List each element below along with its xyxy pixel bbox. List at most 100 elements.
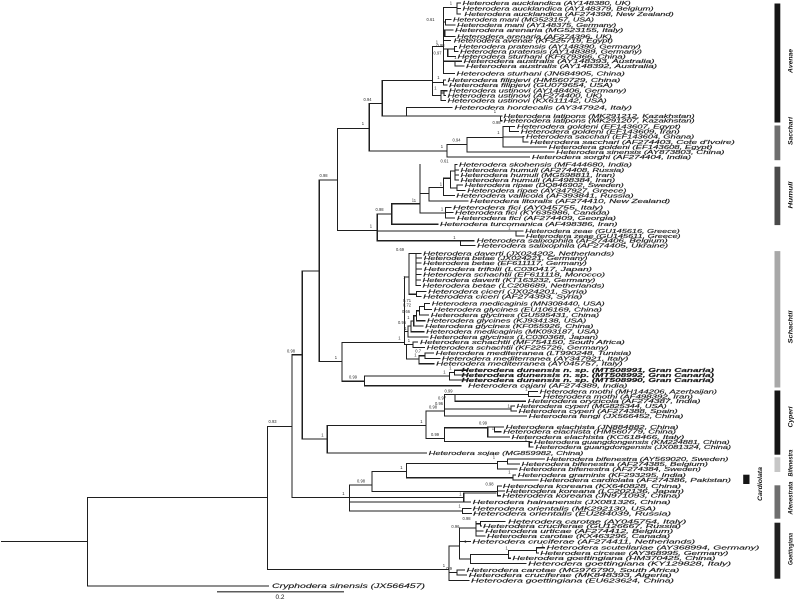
svg-text:Heterodera trifolii (LC030417,: Heterodera trifolii (LC030417, Japan)	[424, 267, 592, 273]
svg-text:1: 1	[370, 224, 373, 229]
svg-text:0.97: 0.97	[438, 395, 447, 400]
svg-text:Heterodera koreana (LC202136,: Heterodera koreana (LC202136, Japan)	[506, 489, 684, 495]
svg-text:Goettingiana: Goettingiana	[788, 533, 795, 565]
svg-text:Heterodera cyperi (MG825344, U: Heterodera cyperi (MG825344, USA)	[517, 404, 667, 410]
svg-text:Heterodera sacchari (EF143604,: Heterodera sacchari (EF143604, Ghana)	[526, 134, 694, 140]
svg-text:0.98: 0.98	[376, 207, 385, 212]
svg-text:Heterodera mani (AY148375, Ger: Heterodera mani (AY148375, Germany)	[457, 23, 616, 29]
svg-text:0.98: 0.98	[429, 404, 438, 409]
svg-text:1: 1	[525, 437, 528, 442]
svg-text:1: 1	[404, 326, 407, 331]
svg-text:Heterodera cajani (AF274389, I: Heterodera cajani (AF274389, India)	[468, 384, 627, 390]
svg-text:Heterodera avenae (KF225719, E: Heterodera avenae (KF225719, Egypt)	[454, 39, 613, 45]
svg-text:Heterodera cardiolata (AF27438: Heterodera cardiolata (AF274386, Pakista…	[540, 478, 731, 484]
svg-text:Heterodera sojae (MG859982, Ch: Heterodera sojae (MG859982, China)	[429, 451, 584, 457]
svg-text:0.94: 0.94	[453, 137, 462, 142]
svg-text:Heterodera goettingiana (HM370: Heterodera goettingiana (HM370425, China…	[512, 556, 715, 562]
svg-text:Heterodera ustinovi (AY148406,: Heterodera ustinovi (AY148406, Germany)	[449, 89, 627, 95]
svg-text:1: 1	[362, 121, 365, 126]
svg-text:Heterodera filipjevi (HM560729: Heterodera filipjevi (HM560729, China)	[448, 78, 621, 84]
svg-text:Heterodera ciceri (AF274393, S: Heterodera ciceri (AF274393, Syria)	[423, 295, 582, 301]
svg-text:1: 1	[454, 55, 457, 60]
svg-text:Heterodera schachtii (EF611118: Heterodera schachtii (EF611118, Morocco)	[423, 272, 605, 278]
svg-text:0.7: 0.7	[415, 348, 421, 353]
svg-text:Heterodera pratensis (AY148390: Heterodera pratensis (AY148390, Germany)	[459, 45, 641, 51]
svg-text:1: 1	[335, 355, 338, 360]
svg-text:Sacchari: Sacchari	[788, 117, 795, 145]
svg-text:0.98: 0.98	[320, 173, 329, 178]
svg-text:Heterodera medicaginis (MN3084: Heterodera medicaginis (MN308440, USA)	[432, 302, 605, 308]
svg-text:Heterodera ustinovi (KX611142,: Heterodera ustinovi (KX611142, USA)	[448, 99, 607, 105]
svg-text:Heterodera goldeni (EF143607,: Heterodera goldeni (EF143607, Egypt)	[517, 125, 681, 131]
svg-text:Heterodera ciceri (JX024201, S: Heterodera ciceri (JX024201, Syria)	[428, 290, 587, 296]
svg-text:Heterodera carotae (KX463296,: Heterodera carotae (KX463296, Canada)	[487, 534, 670, 540]
svg-text:Heterodera oryzicola (AF274387: Heterodera oryzicola (AF274387, India)	[528, 399, 701, 405]
svg-text:Bifenestra: Bifenestra	[788, 449, 795, 476]
svg-text:Heterodera aucklandica (AY1483: Heterodera aucklandica (AY148380, UK)	[463, 1, 631, 7]
svg-text:Heterodera elachista (HM560779: Heterodera elachista (HM560779, China)	[503, 430, 676, 436]
svg-text:1: 1	[542, 543, 545, 548]
svg-text:Heterodera sinensis (AY873803,: Heterodera sinensis (AY873803, China)	[556, 150, 724, 156]
svg-text:1: 1	[449, 366, 452, 371]
svg-text:Schachtii: Schachtii	[788, 310, 795, 343]
svg-text:0.69: 0.69	[396, 247, 405, 252]
svg-text:1: 1	[443, 563, 446, 568]
svg-text:Heterodera bifenestra (AY56902: Heterodera bifenestra (AY569020, Sweden)	[546, 457, 728, 463]
svg-text:Heterodera ripae (DQ846902, Sw: Heterodera ripae (DQ846902, Sweden)	[465, 183, 624, 189]
svg-text:Heterodera betae (JX024221, Ge: Heterodera betae (JX024221, Germany)	[424, 256, 588, 262]
svg-text:Heterodera glycines (LC030368,: Heterodera glycines (LC030368, Japan)	[430, 335, 598, 341]
svg-text:0.94: 0.94	[364, 97, 373, 102]
svg-text:0.99: 0.99	[445, 389, 454, 394]
svg-text:Heterodera bifenestra (AF27438: Heterodera bifenestra (AF274385, Belgium…	[522, 462, 709, 468]
svg-text:Heterodera goettingiana (EU623: Heterodera goettingiana (EU623624, China…	[471, 578, 674, 584]
svg-text:1: 1	[408, 338, 411, 343]
svg-text:Heterodera latipons (MK291207,: Heterodera latipons (MK291207, Kazakhsta…	[504, 119, 695, 125]
svg-text:Heterodera dunensis n. sp. (MT: Heterodera dunensis n. sp. (MT508990, Gr…	[462, 378, 715, 384]
svg-text:Heterodera mothi (AF498392, Ir: Heterodera mothi (AF498392, Iran)	[543, 394, 693, 400]
svg-text:1: 1	[508, 470, 511, 475]
svg-text:1: 1	[412, 197, 415, 202]
svg-text:Heterodera guangdongensis (KM2: Heterodera guangdongensis (KM224881, Chi…	[534, 440, 730, 446]
svg-text:0.61: 0.61	[441, 159, 450, 164]
svg-text:1: 1	[441, 144, 444, 149]
svg-text:1: 1	[459, 492, 462, 497]
svg-text:Heterodera fici (KY635986, Can: Heterodera fici (KY635986, Canada)	[455, 211, 610, 217]
svg-text:Cyperi: Cyperi	[788, 406, 795, 427]
svg-text:1: 1	[508, 404, 511, 409]
svg-text:0.99: 0.99	[431, 432, 440, 437]
svg-text:Heterodera guangdongensis (JX0: Heterodera guangdongensis (JX081324, Chi…	[535, 445, 731, 451]
svg-text:Heterodera dunensis n. sp. (MT: Heterodera dunensis n. sp. (MT508991, Gr…	[462, 368, 715, 374]
svg-text:Heterodera carotae (AY045754,: Heterodera carotae (AY045754, Italy)	[508, 520, 686, 526]
svg-text:0.95: 0.95	[398, 320, 407, 325]
svg-text:Heterodera goldeni (EF143608,: Heterodera goldeni (EF143608, Egypt)	[549, 145, 713, 151]
svg-text:1: 1	[443, 369, 446, 374]
svg-text:Heterodera elachista (JN884882: Heterodera elachista (JN884882, China)	[506, 425, 679, 431]
svg-text:Heterodera australis (AY148392: Heterodera australis (AY148392, Australi…	[466, 64, 657, 70]
svg-text:Heterodera aucklandica (AF2743: Heterodera aucklandica (AF274398, New Ze…	[464, 12, 673, 18]
svg-text:Heterodera mediterranea (AY347: Heterodera mediterranea (AY347921, Italy…	[442, 356, 629, 362]
svg-text:Heterodera fengi (JX566452, Ch: Heterodera fengi (JX566452, China)	[529, 414, 684, 420]
svg-text:Heterodera sorghi (AF274404, I: Heterodera sorghi (AF274404, India)	[532, 155, 691, 161]
svg-text:Heterodera medicaginis (MK0931: Heterodera medicaginis (MK093187, USA)	[426, 330, 599, 336]
svg-text:Heterodera goldeni (EF143609,: Heterodera goldeni (EF143609, Iran)	[521, 129, 680, 135]
svg-text:0.98: 0.98	[493, 120, 502, 125]
svg-text:1: 1	[459, 504, 462, 509]
svg-text:Heterodera betae (EF611117, Ge: Heterodera betae (EF611117, Germany)	[423, 261, 587, 267]
svg-text:0.98: 0.98	[437, 43, 446, 48]
svg-text:Heterodera salixophila (AF2744: Heterodera salixophila (AF274406, Belgiu…	[477, 239, 668, 245]
svg-text:Heterodera mothi (MH144206, Az: Heterodera mothi (MH144206, Azerbaijan)	[540, 390, 718, 396]
svg-text:Afenestrata: Afenestrata	[788, 481, 795, 515]
svg-text:Heterodera humuli (AF498384, I: Heterodera humuli (AF498384, Iran)	[461, 178, 616, 184]
svg-text:Cardiolata: Cardiolata	[757, 466, 764, 501]
svg-text:Heterodera zeae (GU145616, Gre: Heterodera zeae (GU145616, Greece)	[525, 229, 680, 235]
svg-text:Heterodera litoralis (AF274410: Heterodera litoralis (AF274410, New Zeal…	[470, 199, 670, 205]
svg-text:Heterodera skohensis (MF444680: Heterodera skohensis (MF444680, India)	[459, 162, 632, 168]
svg-text:0.96: 0.96	[451, 524, 460, 529]
svg-text:Heterodera mani (MG523157, USA: Heterodera mani (MG523157, USA)	[453, 18, 594, 24]
svg-text:Heterodera arenaria (AF274396,: Heterodera arenaria (AF274396, UK)	[457, 34, 612, 40]
svg-text:Heterodera glycines (KJ934138,: Heterodera glycines (KJ934138, USA)	[427, 319, 586, 325]
svg-text:1: 1	[464, 539, 467, 544]
svg-text:1: 1	[400, 465, 403, 470]
svg-text:1: 1	[497, 130, 500, 135]
svg-text:Heterodera koreana (KX640828,: Heterodera koreana (KX640828, China)	[503, 484, 681, 490]
